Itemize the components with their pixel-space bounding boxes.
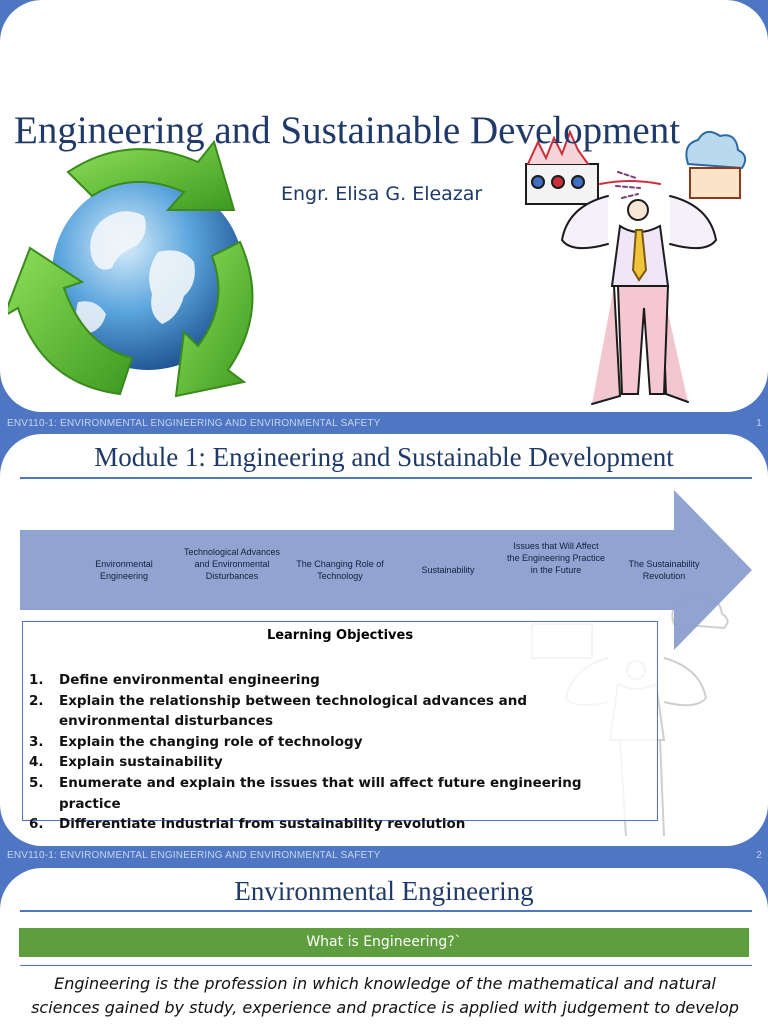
list-number: 1. (29, 672, 44, 688)
definition-paragraph: Engineering is the profession in which k… (31, 974, 739, 1024)
objective-text: Differentiate industrial from sustainabi… (59, 816, 466, 833)
objectives-heading: Learning Objectives (266, 628, 414, 643)
list-item: 4. Explain sustainability (29, 752, 639, 773)
objective-text: Explain the changing role of technology (59, 733, 363, 750)
objective-text: Explain the relationship between technol… (59, 692, 528, 730)
learning-objectives-box: Learning Objectives 1. Define environment… (22, 621, 658, 832)
list-item: 6. Differentiate industrial from sustaina… (29, 814, 639, 835)
page-number: 2 (756, 850, 762, 861)
objective-text: Define environmental engineering (59, 672, 320, 688)
slide-1: Engineering and Sustainable Development … (0, 0, 768, 429)
topic-labels: Environmental Engineering Technological … (18, 530, 699, 610)
author-name: Engr. Elisa G. Eleazar (281, 183, 483, 205)
list-number: 2. (29, 692, 44, 709)
slide-title: Environmental Engineering (234, 876, 534, 906)
objectives-list: 1. Define environmental engineering 2. Exp… (29, 670, 639, 835)
topic-future-issues: Issues that Will Affect the Engineering … (506, 541, 606, 575)
topic-changing-role: The Changing Role of Technology (296, 559, 384, 581)
list-number: 5. (29, 774, 44, 791)
course-label: ENV110-1: ENVIRONMENTAL ENGINEERING AND … (7, 418, 381, 429)
slide-2: Module 1: Engineering and Sustainable De… (0, 434, 768, 866)
slide-3-canvas: Environmental Engineering What is Engine… (0, 868, 768, 1024)
list-number: 6. (29, 816, 44, 833)
list-item: 1. Define environmental engineering (29, 670, 639, 691)
title-divider (20, 477, 752, 479)
recycle-globe-icon (8, 139, 254, 398)
list-item: 5. Enumerate and explain the issues that … (29, 773, 639, 814)
course-label: ENV110-1: ENVIRONMENTAL ENGINEERING AND … (7, 850, 381, 861)
process-arrow-icon (20, 490, 752, 650)
topic-sustainability-revolution: The Sustainability Revolution (628, 559, 700, 581)
slide-title: Engineering and Sustainable Development (14, 109, 681, 152)
businessman-clipart-icon (525, 129, 747, 405)
section-divider (20, 965, 752, 966)
objective-text: Enumerate and explain the issues that wi… (59, 774, 582, 812)
slide-3: Environmental Engineering What is Engine… (0, 868, 768, 1024)
list-number: 4. (29, 754, 44, 771)
slide-footer: ENV110-1: ENVIRONMENTAL ENGINEERING AND … (0, 846, 768, 866)
slide-footer: ENV110-1: ENVIRONMENTAL ENGINEERING AND … (0, 414, 768, 434)
objective-text: Explain sustainability (59, 754, 223, 771)
title-divider (20, 910, 752, 912)
list-number: 3. (29, 733, 44, 750)
list-item: 3. Explain the changing role of technolog… (29, 732, 639, 753)
topic-sustainability: Sustainability (421, 565, 475, 575)
slide-1-canvas: Engineering and Sustainable Development … (0, 0, 768, 412)
list-item: 2. Explain the relationship between techn… (29, 691, 639, 732)
topic-environmental-engineering: Environmental Engineering (95, 559, 153, 581)
page-number: 1 (756, 418, 762, 429)
question-banner: What is Engineering?` (19, 928, 749, 957)
topic-technological-advances: Technological Advances and Environmental… (183, 547, 281, 581)
slide-2-canvas: Module 1: Engineering and Sustainable De… (0, 434, 768, 846)
slide-title: Module 1: Engineering and Sustainable De… (94, 442, 674, 472)
